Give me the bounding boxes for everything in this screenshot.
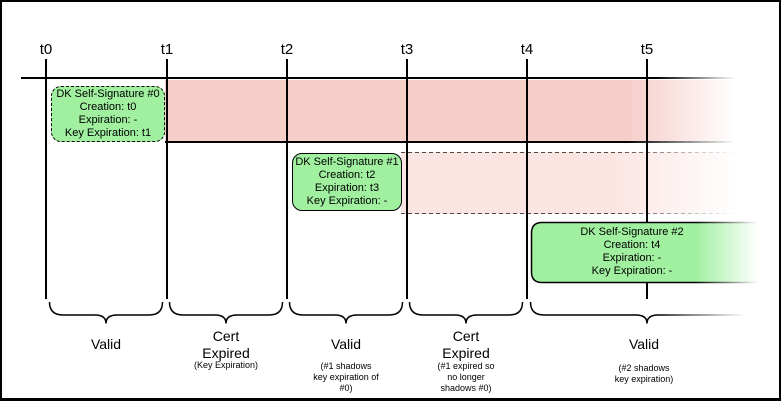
signature-box-2-text: DK Self-Signature #2 Creation: t4 Expira… <box>534 226 730 278</box>
period-1-sublabel: (Key Expiration) <box>193 360 259 370</box>
signature-box-1-text: DK Self-Signature #1 Creation: t2 Expira… <box>292 156 402 208</box>
signature-box-1 <box>292 153 402 211</box>
brace-period-1 <box>168 302 284 324</box>
period-3-sublabel: (#1 expired so no longer shadows #0) <box>437 361 495 393</box>
period-4-label: Valid <box>628 336 660 352</box>
sig1-creation: Creation: t2 <box>318 169 376 181</box>
period-1-label: Cert Expired <box>202 328 250 361</box>
tick-label-t2: t2 <box>280 41 294 58</box>
tick-label-t0: t0 <box>39 41 53 58</box>
sig0-key-expiration: Key Expiration: t1 <box>64 127 152 139</box>
tick-label-t3: t3 <box>400 41 414 58</box>
brace-period-0 <box>48 302 164 324</box>
coverage-band-sig1 <box>401 152 742 214</box>
signature-box-0 <box>51 86 165 142</box>
brace-period-4 <box>529 302 765 324</box>
sig2-title: DK Self-Signature #2 <box>580 226 684 238</box>
sig2-expiration: Expiration: - <box>602 252 662 264</box>
tick-line-t1 <box>166 59 168 299</box>
brace-period-2 <box>288 302 404 324</box>
period-0-label: Valid <box>90 336 122 352</box>
coverage-band-sig1-dashed-top <box>401 152 742 153</box>
tick-label-t1: t1 <box>160 41 174 58</box>
tick-line-t0 <box>45 59 47 299</box>
period-4-sublabel: (#2 shadows key expiration) <box>614 363 674 384</box>
period-2-sublabel: (#1 shadows key expiration of #0) <box>313 361 379 393</box>
signature-box-0-text: DK Self-Signature #0 Creation: t0 Expira… <box>51 88 165 140</box>
coverage-band-sig0 <box>165 80 742 143</box>
sig1-expiration: Expiration: t3 <box>314 182 380 194</box>
signature-box-2 <box>530 221 765 284</box>
timeline-axis <box>21 77 743 79</box>
sig1-key-expiration: Key Expiration: - <box>306 195 388 207</box>
tick-line-t2 <box>286 59 288 299</box>
tick-label-t4: t4 <box>520 41 534 58</box>
sig0-creation: Creation: t0 <box>79 101 137 113</box>
sig2-key-expiration: Key Expiration: - <box>591 265 673 277</box>
brace-period-3 <box>408 302 524 324</box>
coverage-band-sig0-border <box>165 141 742 143</box>
coverage-band-sig1-dashed-bottom <box>401 213 742 214</box>
sig0-expiration: Expiration: - <box>78 114 138 126</box>
tick-line-t3 <box>406 59 408 299</box>
sig1-title: DK Self-Signature #1 <box>295 156 399 168</box>
tick-label-t5: t5 <box>640 41 654 58</box>
tick-line-t4 <box>526 59 528 299</box>
tick-line-t5 <box>646 59 648 299</box>
sig0-title: DK Self-Signature #0 <box>56 88 160 100</box>
sig2-creation: Creation: t4 <box>603 239 661 251</box>
period-3-label: Cert Expired <box>442 328 490 361</box>
period-2-label: Valid <box>330 336 362 352</box>
